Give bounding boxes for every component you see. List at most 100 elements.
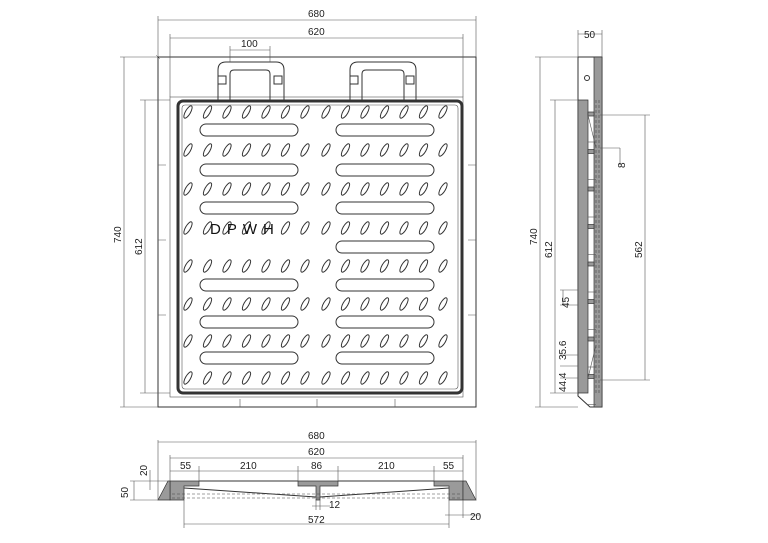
- dim-20-edge: 20: [470, 512, 482, 523]
- slot: [199, 163, 299, 177]
- anti-slip-oval: [280, 105, 291, 119]
- anti-slip-oval: [300, 105, 310, 119]
- anti-slip-oval: [183, 143, 193, 157]
- plan-dimensions: 680 620 100 740 612: [113, 9, 477, 408]
- anti-slip-oval: [418, 334, 429, 348]
- anti-slip-oval: [418, 259, 429, 273]
- dim-680: 680: [308, 431, 325, 442]
- anti-slip-oval: [222, 143, 232, 157]
- slot: [199, 351, 299, 365]
- anti-slip-oval: [300, 334, 310, 348]
- anti-slip-oval: [300, 143, 310, 157]
- slot: [335, 278, 435, 292]
- slot: [335, 240, 435, 254]
- anti-slip-oval: [183, 221, 193, 235]
- anti-slip-oval: [379, 259, 390, 273]
- anti-slip-oval: [280, 297, 291, 311]
- anti-slip-oval: [399, 297, 409, 311]
- anti-slip-oval: [438, 221, 448, 235]
- slot: [199, 315, 299, 329]
- plan-view: DPWH 680 620 100 740 612: [113, 9, 477, 408]
- dim-612: 612: [544, 241, 555, 258]
- anti-slip-oval: [399, 221, 409, 235]
- anti-slip-oval: [321, 182, 331, 196]
- dim-572: 572: [308, 515, 325, 526]
- anti-slip-oval: [340, 221, 351, 235]
- anti-slip-oval: [438, 334, 448, 348]
- anti-slip-oval: [360, 221, 370, 235]
- anti-slip-oval: [418, 371, 429, 385]
- section-view: 680 620 55 210 86 210 55 20 50 12 20 572: [120, 431, 482, 528]
- anti-slip-oval: [379, 297, 390, 311]
- anti-slip-oval: [379, 182, 390, 196]
- anti-slip-oval: [202, 371, 213, 385]
- anti-slip-oval: [418, 297, 429, 311]
- anti-slip-oval: [300, 371, 310, 385]
- side-view: 50 740 612 562 8 45 35.6 44.4: [529, 30, 650, 408]
- anti-slip-oval: [222, 371, 232, 385]
- rib: [587, 261, 595, 267]
- dim-210-left: 210: [240, 461, 257, 472]
- rib: [587, 149, 595, 154]
- anti-slip-oval: [241, 182, 252, 196]
- anti-slip-oval: [202, 105, 213, 119]
- rib: [587, 186, 595, 192]
- anti-slip-oval: [321, 259, 331, 273]
- anti-slip-oval: [360, 105, 370, 119]
- anti-slip-oval: [399, 371, 409, 385]
- anti-slip-oval: [438, 105, 448, 119]
- anti-slip-oval: [202, 143, 213, 157]
- handle-left-notch: [229, 69, 271, 101]
- anti-slip-oval: [183, 182, 193, 196]
- anti-slip-oval: [300, 297, 310, 311]
- anti-slip-oval: [241, 221, 252, 235]
- handle-right-notch: [361, 69, 405, 101]
- anti-slip-pattern: [183, 105, 448, 385]
- anti-slip-oval: [280, 221, 291, 235]
- dim-210-right: 210: [378, 461, 395, 472]
- anti-slip-oval: [300, 221, 310, 235]
- anti-slip-oval: [183, 371, 193, 385]
- slot: [335, 163, 435, 177]
- anti-slip-oval: [340, 105, 351, 119]
- anti-slip-oval: [202, 182, 213, 196]
- dim-55-right: 55: [443, 461, 455, 472]
- anti-slip-oval: [340, 259, 351, 273]
- anti-slip-oval: [183, 259, 193, 273]
- dim-35-6: 35.6: [558, 340, 569, 360]
- anti-slip-oval: [438, 143, 448, 157]
- dim-45: 45: [561, 296, 572, 308]
- anti-slip-oval: [321, 371, 331, 385]
- slot: [335, 123, 435, 137]
- anti-slip-oval: [379, 105, 390, 119]
- cover-label: DPWH: [210, 221, 280, 238]
- anti-slip-oval: [183, 105, 193, 119]
- anti-slip-oval: [241, 297, 252, 311]
- section-dimensions: 680 620 55 210 86 210 55 20 50 12 20 572: [120, 431, 482, 528]
- rib: [587, 111, 595, 117]
- anti-slip-oval: [379, 334, 390, 348]
- dim-12: 12: [329, 500, 341, 511]
- anti-slip-oval: [321, 105, 331, 119]
- anti-slip-oval: [261, 259, 271, 273]
- anti-slip-oval: [261, 221, 271, 235]
- anti-slip-oval: [399, 105, 409, 119]
- rib: [587, 336, 595, 342]
- slot: [199, 201, 299, 215]
- slot: [199, 278, 299, 292]
- anti-slip-oval: [241, 105, 252, 119]
- anti-slip-oval: [261, 182, 271, 196]
- rib: [587, 299, 595, 304]
- anti-slip-oval: [241, 259, 252, 273]
- dim-740: 740: [113, 226, 124, 243]
- anti-slip-oval: [418, 182, 429, 196]
- anti-slip-oval: [261, 371, 271, 385]
- anti-slip-oval: [418, 143, 429, 157]
- anti-slip-oval: [222, 221, 232, 235]
- bolt-icons: [217, 75, 415, 85]
- anti-slip-oval: [183, 334, 193, 348]
- handle-left: [217, 61, 285, 101]
- anti-slip-oval: [399, 259, 409, 273]
- anti-slip-oval: [360, 297, 370, 311]
- frame-lugs: [158, 164, 476, 407]
